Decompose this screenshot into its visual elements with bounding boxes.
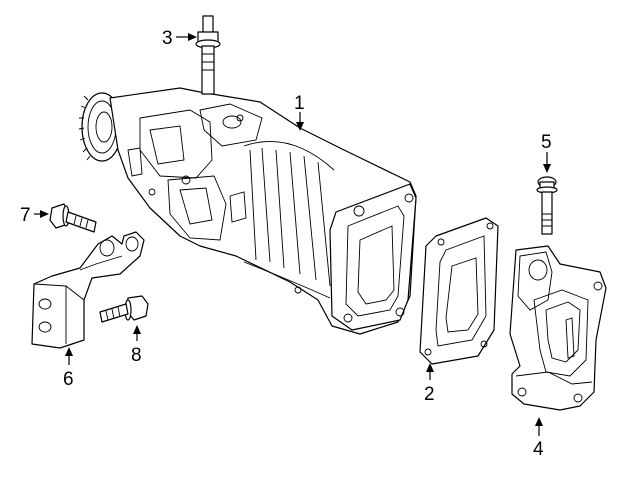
adapter-part[interactable] xyxy=(509,245,607,411)
callout-4: 4 xyxy=(533,417,544,460)
callout-label-1: 1 xyxy=(294,93,305,114)
bolt-part-7[interactable] xyxy=(49,203,97,233)
callout-label-3: 3 xyxy=(162,28,173,49)
bracket-part[interactable] xyxy=(31,231,145,349)
callout-label-2: 2 xyxy=(424,384,435,405)
callout-3: 3 xyxy=(162,28,197,49)
callout-5: 5 xyxy=(541,132,552,173)
callout-label-4: 4 xyxy=(533,439,544,460)
stud-part[interactable] xyxy=(195,15,221,95)
callout-label-5: 5 xyxy=(541,132,552,153)
callout-label-6: 6 xyxy=(63,369,74,390)
callout-2: 2 xyxy=(424,363,435,405)
callout-label-8: 8 xyxy=(131,345,142,366)
gasket-part[interactable] xyxy=(419,217,499,365)
supercharger-part[interactable] xyxy=(78,87,417,335)
callout-1: 1 xyxy=(294,93,305,131)
callout-8: 8 xyxy=(131,325,142,366)
bolt-part-5[interactable] xyxy=(536,176,558,235)
bolt-part-8[interactable] xyxy=(99,295,149,323)
callout-7: 7 xyxy=(20,205,49,226)
callout-6: 6 xyxy=(63,347,74,390)
callout-label-7: 7 xyxy=(20,205,31,226)
